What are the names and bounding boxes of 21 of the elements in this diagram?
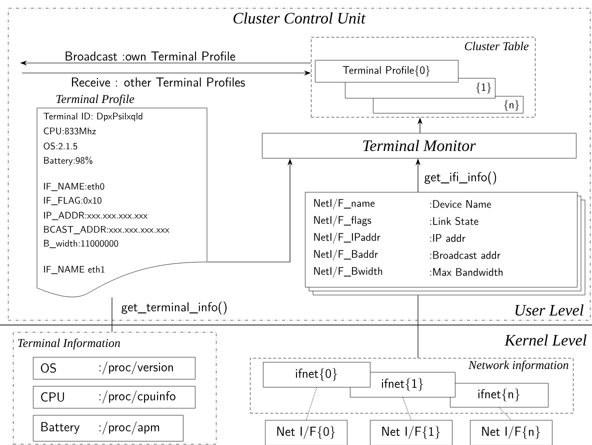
source-box: CPU :/proc/cpuinfo xyxy=(33,386,196,408)
node-label: Terminal Profile xyxy=(56,94,134,106)
ifnet-box: ifnet{0} xyxy=(263,362,370,388)
edge-label: Receive : other Terminal Profiles xyxy=(72,77,245,87)
connector-line xyxy=(306,387,317,420)
interface-box: Net I/F{n} xyxy=(470,420,552,445)
profile-card: Terminal Profile{0} xyxy=(315,60,458,82)
source-box: OS :/proc/version xyxy=(33,357,196,380)
edge-label: get_terminal_info() xyxy=(122,302,227,314)
level-label: Kernel Level xyxy=(504,334,586,346)
edge-label: get_ifi_info() xyxy=(424,172,496,184)
connector-line xyxy=(498,407,512,420)
interface-box: Net I/F{1} xyxy=(370,420,452,445)
profile-document: Terminal Profile Terminal ID: DpxPsilxqld CPU:833Mhz OS:2.1.5 Battery:98% IF_NAME:eth0 IF_FLAG:0x10 IP_ADDR:xxx.xxx.xxx.xxx BCAST_ADDR:xxx.xxx.xxx.xxx B_width:11000000 IF_NAME eth1 xyxy=(36,94,208,298)
data-sheet: NetI/F_name :Device Name NetI/F_flags :Link State NetI/F_IPaddr :IP addr NetI/F_Baddr :Broadcast addr NetI/F_Bwidth :Max Bandwidth xyxy=(305,192,586,296)
monitor-box: Terminal Monitor xyxy=(262,133,576,158)
edge-label: Broadcast :own Terminal Profile xyxy=(66,51,236,61)
connector-line xyxy=(402,397,412,420)
source-box: Battery :/proc/apm xyxy=(33,415,184,442)
ifnet-box: ifnet{n} xyxy=(450,383,548,408)
interface-box: Net I/F{0} xyxy=(265,420,348,445)
